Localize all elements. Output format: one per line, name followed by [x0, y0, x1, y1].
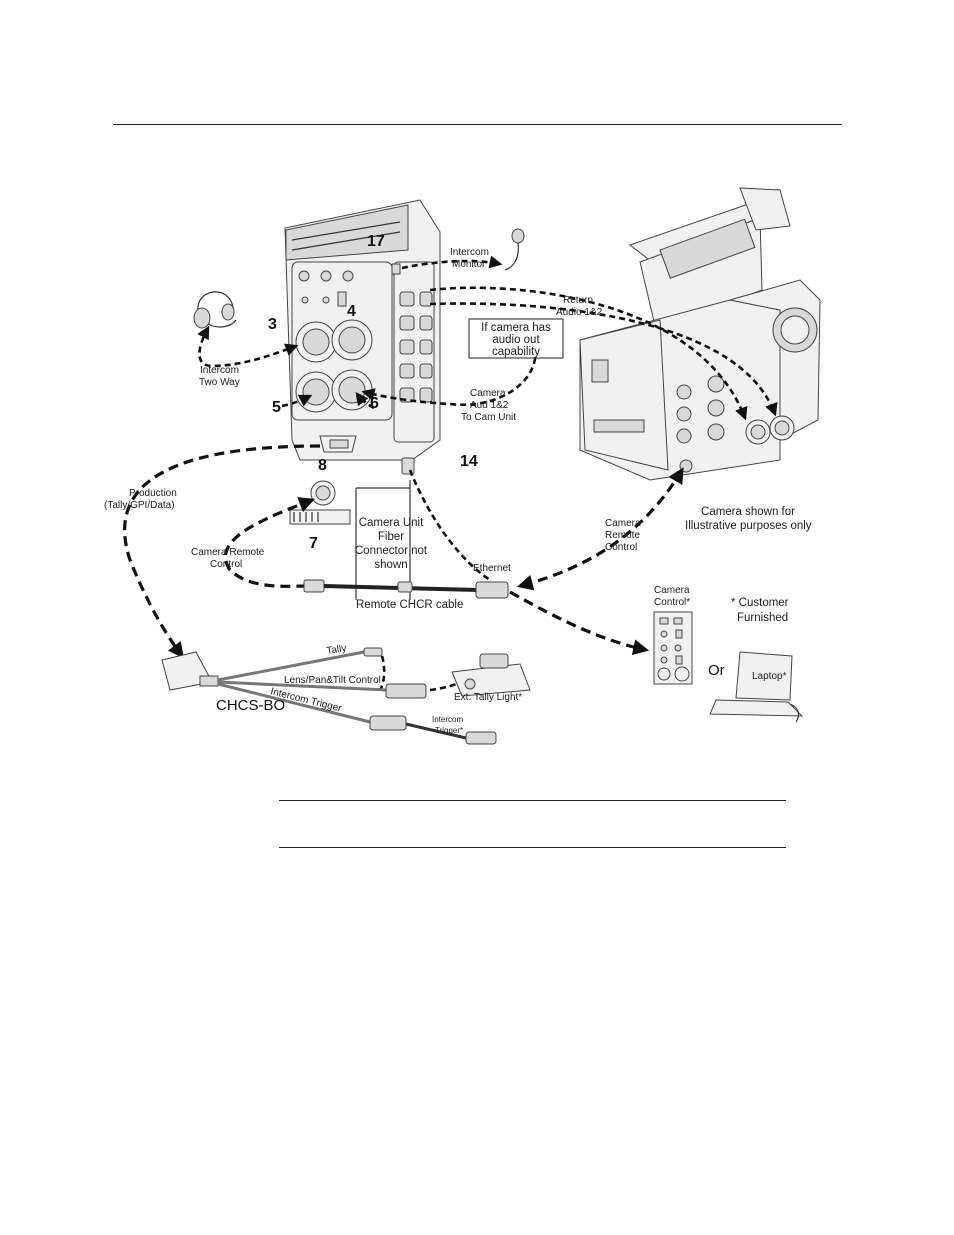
- camera-xlr-inputs: [745, 415, 795, 445]
- xlr-connector-6: [331, 369, 373, 411]
- ethernet-to-control-path: [509, 590, 650, 656]
- round-connector-7: [310, 480, 336, 506]
- label-17: 17: [367, 233, 385, 250]
- camera-control-label: Camera: [654, 585, 690, 596]
- camera-audio-path: [361, 347, 537, 407]
- fiber-label-2: Fiber: [378, 531, 404, 543]
- camera-control-panel: [653, 611, 693, 685]
- customer-furnished-label: * Customer: [731, 597, 789, 609]
- intercom-trigger-small-label: Intercom: [432, 715, 463, 724]
- xlr-connector-4: [331, 319, 373, 361]
- headset-icon: [193, 291, 237, 329]
- camera-remote-right-label: Camera: [605, 518, 641, 529]
- audio-out-label-3: capability: [492, 346, 540, 358]
- caption-rule-top: [279, 800, 786, 801]
- ext-tally-light-icon: [451, 653, 531, 697]
- intercom-monitor-label: Intercom: [450, 247, 489, 258]
- fiber-label-3: Connector not: [355, 545, 428, 557]
- return-audio-label: Return: [563, 295, 593, 306]
- camera-remote-left-label-2: Control: [210, 559, 242, 570]
- camera-remote-right-label-3: Control: [605, 542, 637, 553]
- ethernet-label: Ethernet: [473, 563, 511, 574]
- label-8: 8: [318, 457, 327, 474]
- audio-out-label-2: audio out: [492, 334, 540, 346]
- tally-label: Tally: [326, 643, 347, 657]
- ethernet-port-14: [401, 457, 415, 475]
- caption-rule-bottom: [279, 847, 786, 848]
- camera-illustration: [579, 187, 821, 481]
- side-button-column: [399, 291, 433, 403]
- intercom-two-way-label-2: Two Way: [199, 377, 240, 388]
- camera-remote-left-label: Camera Remote: [191, 547, 265, 558]
- label-5: 5: [272, 399, 281, 416]
- return-audio-label-2: Audio 1&2: [556, 307, 603, 318]
- camera-aud-label-2: Aud 1&2: [470, 400, 509, 411]
- camera-unit-illustration: [284, 199, 441, 600]
- label-7: 7: [309, 535, 318, 552]
- production-label: Production: [129, 488, 177, 499]
- xlr-connector-5: [295, 371, 337, 413]
- intercom-monitor-label-2: Monitor: [452, 259, 486, 270]
- customer-furnished-label-2: Furnished: [737, 612, 788, 624]
- xlr-connector-3: [295, 321, 337, 363]
- remote-chcr-cable: [303, 579, 509, 599]
- camera-side-connectors: [676, 375, 725, 473]
- audio-out-capability-box: [468, 318, 564, 359]
- production-label-2: (Tally/GPI/Data): [104, 500, 175, 511]
- camera-shown-label-2: Illustrative purposes only: [685, 520, 812, 532]
- label-4: 4: [347, 303, 356, 320]
- camera-aud-label-3: To Cam Unit: [461, 412, 516, 423]
- ethernet-cable-path: [408, 469, 491, 582]
- intercom-two-way-label: Intercom: [200, 365, 239, 376]
- camera-remote-right-label-2: Remote: [605, 530, 640, 541]
- label-14: 14: [460, 453, 478, 470]
- fiber-label-4: shown: [374, 559, 407, 571]
- chcs-bo-breakout-cable: [161, 647, 497, 745]
- chcs-bo-label: CHCS-BO: [216, 697, 285, 714]
- or-label: Or: [708, 662, 725, 679]
- camera-remote-left-path: [223, 497, 315, 588]
- label-3: 3: [268, 316, 277, 333]
- intercom-trigger-small-label-2: Trigger*: [435, 726, 463, 735]
- audio-out-label-1: If camera has: [481, 322, 551, 334]
- return-audio-path: [429, 286, 748, 421]
- intercom-two-way-path: [197, 325, 299, 368]
- audio-pin5-path: [281, 394, 313, 408]
- laptop-icon: [709, 651, 804, 723]
- camera-control-label-2: Control*: [654, 597, 690, 608]
- header-rule: [113, 124, 842, 125]
- camera-remote-right-path: [516, 467, 684, 591]
- remote-chcr-cable-label: Remote CHCR cable: [356, 599, 463, 611]
- camera-aud-label-1: Camera: [470, 388, 506, 399]
- lens-pan-tilt-label: Lens/Pan&Tilt Control: [284, 675, 381, 686]
- production-path: [123, 444, 321, 659]
- fiber-label-1: Camera Unit: [359, 517, 424, 529]
- ext-tally-dashed: [378, 655, 386, 691]
- intercom-monitor-jack-17: [391, 263, 401, 275]
- camera-shown-label: Camera shown for: [701, 506, 795, 518]
- ext-tally-light-label: Ext. Tally Light*: [454, 692, 522, 703]
- laptop-label: Laptop*: [752, 671, 787, 682]
- return-audio-path-2: [429, 302, 778, 417]
- label-6: 6: [370, 395, 379, 412]
- db-connector-8: [319, 435, 357, 453]
- earpiece-icon: [504, 228, 525, 271]
- audio-pin6-path: [355, 391, 375, 410]
